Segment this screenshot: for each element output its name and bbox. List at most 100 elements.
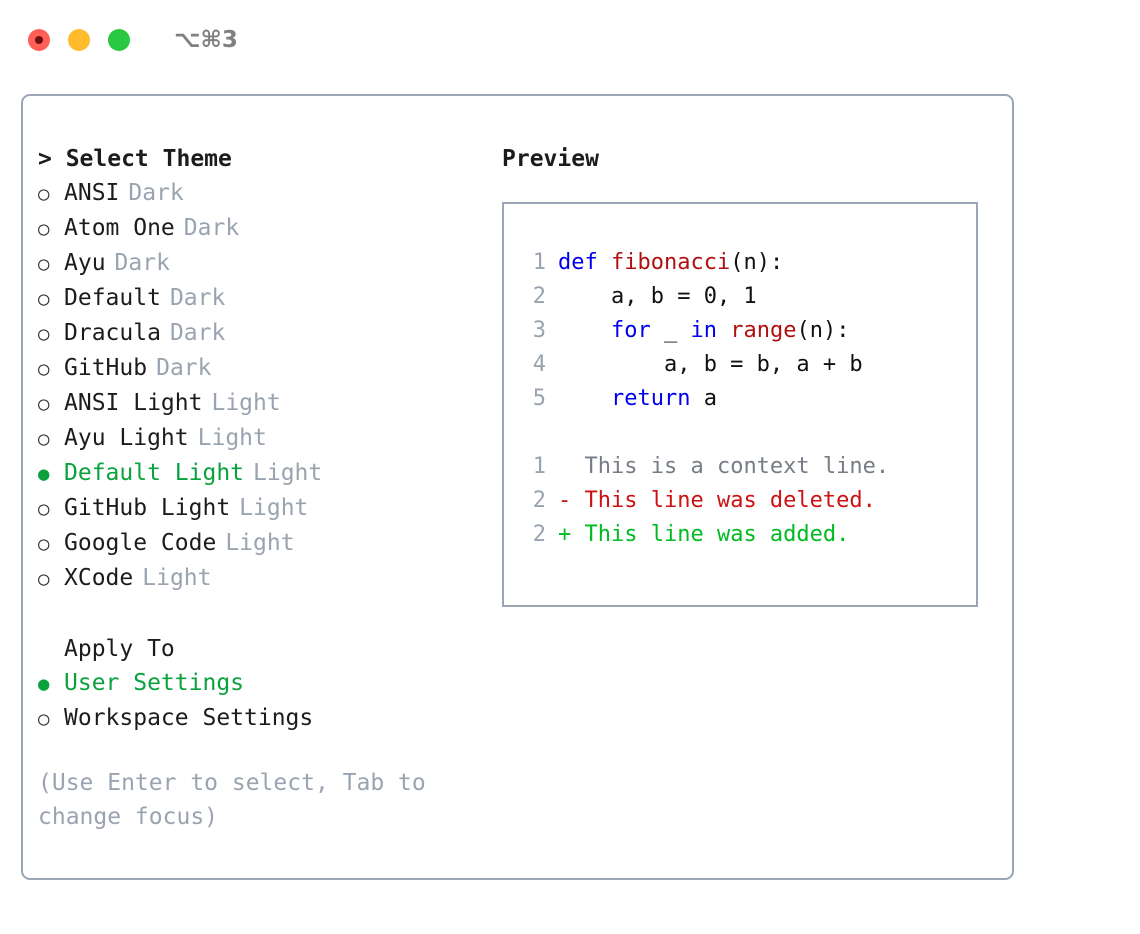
radio-unselected-icon: ○	[38, 428, 50, 450]
theme-option-variant: Light	[253, 460, 323, 486]
code-diff-spacer	[516, 416, 976, 450]
code-line: 4 a, b = b, a + b	[516, 348, 976, 382]
theme-option-variant: Dark	[114, 250, 170, 276]
theme-option-label: XCode	[64, 565, 134, 591]
diff-marker-added: +	[558, 522, 585, 547]
diff-line-content: This line was deleted.	[584, 488, 876, 513]
theme-option-label: Ayu	[64, 250, 106, 276]
theme-option-variant: Dark	[169, 320, 226, 346]
code-token-plain: _	[650, 318, 691, 343]
code-token-plain: (n):	[796, 318, 850, 343]
radio-unselected-icon: ○	[38, 253, 50, 275]
select-theme-heading: > Select Theme	[38, 146, 232, 172]
radio-unselected-icon: ○	[38, 323, 50, 345]
diff-line-number: 2	[532, 488, 546, 513]
apply-to-option-label: Workspace Settings	[64, 705, 314, 731]
theme-option[interactable]: ○ ANSI Light Light	[38, 386, 488, 421]
theme-option[interactable]: ○ XCode Light	[38, 561, 488, 596]
code-token-plain	[558, 318, 611, 343]
radio-unselected-icon: ○	[38, 393, 50, 415]
theme-option-variant: Light	[225, 530, 295, 556]
theme-option[interactable]: ○ Ayu Dark	[38, 246, 488, 281]
code-token-fn: range	[730, 318, 797, 343]
radio-unselected-icon: ○	[38, 568, 50, 590]
theme-option-label: ANSI Light	[64, 390, 203, 416]
code-token-plain	[717, 318, 730, 343]
theme-option-label: GitHub Light	[64, 495, 231, 521]
code-token-fn: fibonacci	[610, 250, 731, 275]
apply-to-heading: Apply To	[64, 636, 175, 662]
preview-heading: Preview	[502, 146, 599, 172]
code-token-kw: for	[610, 318, 651, 343]
apply-to-list[interactable]: ●User Settings ○ Workspace Settings	[38, 666, 488, 736]
apply-to-option[interactable]: ●User Settings	[38, 666, 488, 701]
keyboard-hint-text: (Use Enter to select, Tab to change focu…	[38, 770, 440, 830]
code-line-number: 1	[532, 250, 546, 275]
code-line-number: 5	[532, 386, 546, 411]
code-token-plain: (n):	[730, 250, 784, 275]
code-line: 2 a, b = 0, 1	[516, 280, 976, 314]
code-line-content: a, b = b, a + b	[558, 348, 863, 382]
code-line-content: for _ in range(n):	[558, 314, 849, 348]
keyboard-shortcut-label: ⌥⌘3	[174, 27, 238, 53]
apply-to-option[interactable]: ○ Workspace Settings	[38, 701, 488, 736]
diff-line: 2+ This line was added.	[516, 518, 976, 552]
theme-option-variant: Dark	[156, 355, 212, 381]
theme-option-label: Default Light	[64, 460, 245, 486]
theme-option[interactable]: ○ Ayu Light Light	[38, 421, 488, 456]
theme-option[interactable]: ○ ANSI Dark	[38, 176, 488, 211]
diff-marker-context	[558, 450, 585, 484]
code-line-number: 4	[532, 352, 546, 377]
radio-unselected-icon: ○	[38, 183, 50, 205]
diff-line: 2- This line was deleted.	[516, 484, 976, 518]
minimize-window-icon[interactable]	[68, 29, 90, 51]
diff-line-content: This line was added.	[584, 522, 850, 547]
code-token-kw: return	[610, 386, 691, 411]
diff-marker-deleted: -	[558, 488, 585, 513]
radio-unselected-icon: ○	[38, 708, 50, 730]
diff-line-number: 1	[532, 454, 546, 479]
diff-sample: 1 This is a context line. 2- This line wa…	[516, 450, 976, 552]
code-line-number: 2	[532, 284, 546, 309]
theme-option-variant: Light	[211, 390, 281, 416]
theme-option-label: Google Code	[64, 530, 217, 556]
radio-unselected-icon: ○	[38, 533, 50, 555]
theme-option-label: GitHub	[64, 355, 148, 381]
code-line-content: def fibonacci(n):	[558, 246, 783, 280]
theme-option[interactable]: ○ Google Code Light	[38, 526, 488, 561]
theme-option-variant: Light	[142, 565, 212, 591]
theme-option-label: Ayu Light	[64, 425, 189, 451]
theme-option-label: Default	[64, 285, 161, 311]
theme-option-label: Atom One	[64, 215, 175, 241]
code-token-plain: a, b = b, a + b	[558, 352, 863, 377]
radio-unselected-icon: ○	[38, 288, 50, 310]
theme-option[interactable]: ● Default Light Light	[38, 456, 488, 491]
theme-option-variant: Dark	[128, 180, 184, 206]
code-token-plain: a	[690, 386, 717, 411]
apply-to-option-label: User Settings	[64, 670, 245, 696]
diff-line-content: This is a context line.	[584, 454, 890, 479]
theme-option-label: ANSI	[64, 180, 120, 206]
code-token-kw: def	[558, 250, 611, 275]
section-spacer	[38, 596, 488, 632]
theme-option-variant: Light	[197, 425, 267, 451]
radio-selected-icon: ●	[38, 463, 50, 485]
code-token-plain: a, b = 0, 1	[558, 284, 757, 309]
code-token-plain	[558, 386, 611, 411]
window-controls	[28, 29, 130, 51]
close-window-icon[interactable]	[28, 29, 50, 51]
code-token-kw: in	[690, 318, 717, 343]
maximize-window-icon[interactable]	[108, 29, 130, 51]
